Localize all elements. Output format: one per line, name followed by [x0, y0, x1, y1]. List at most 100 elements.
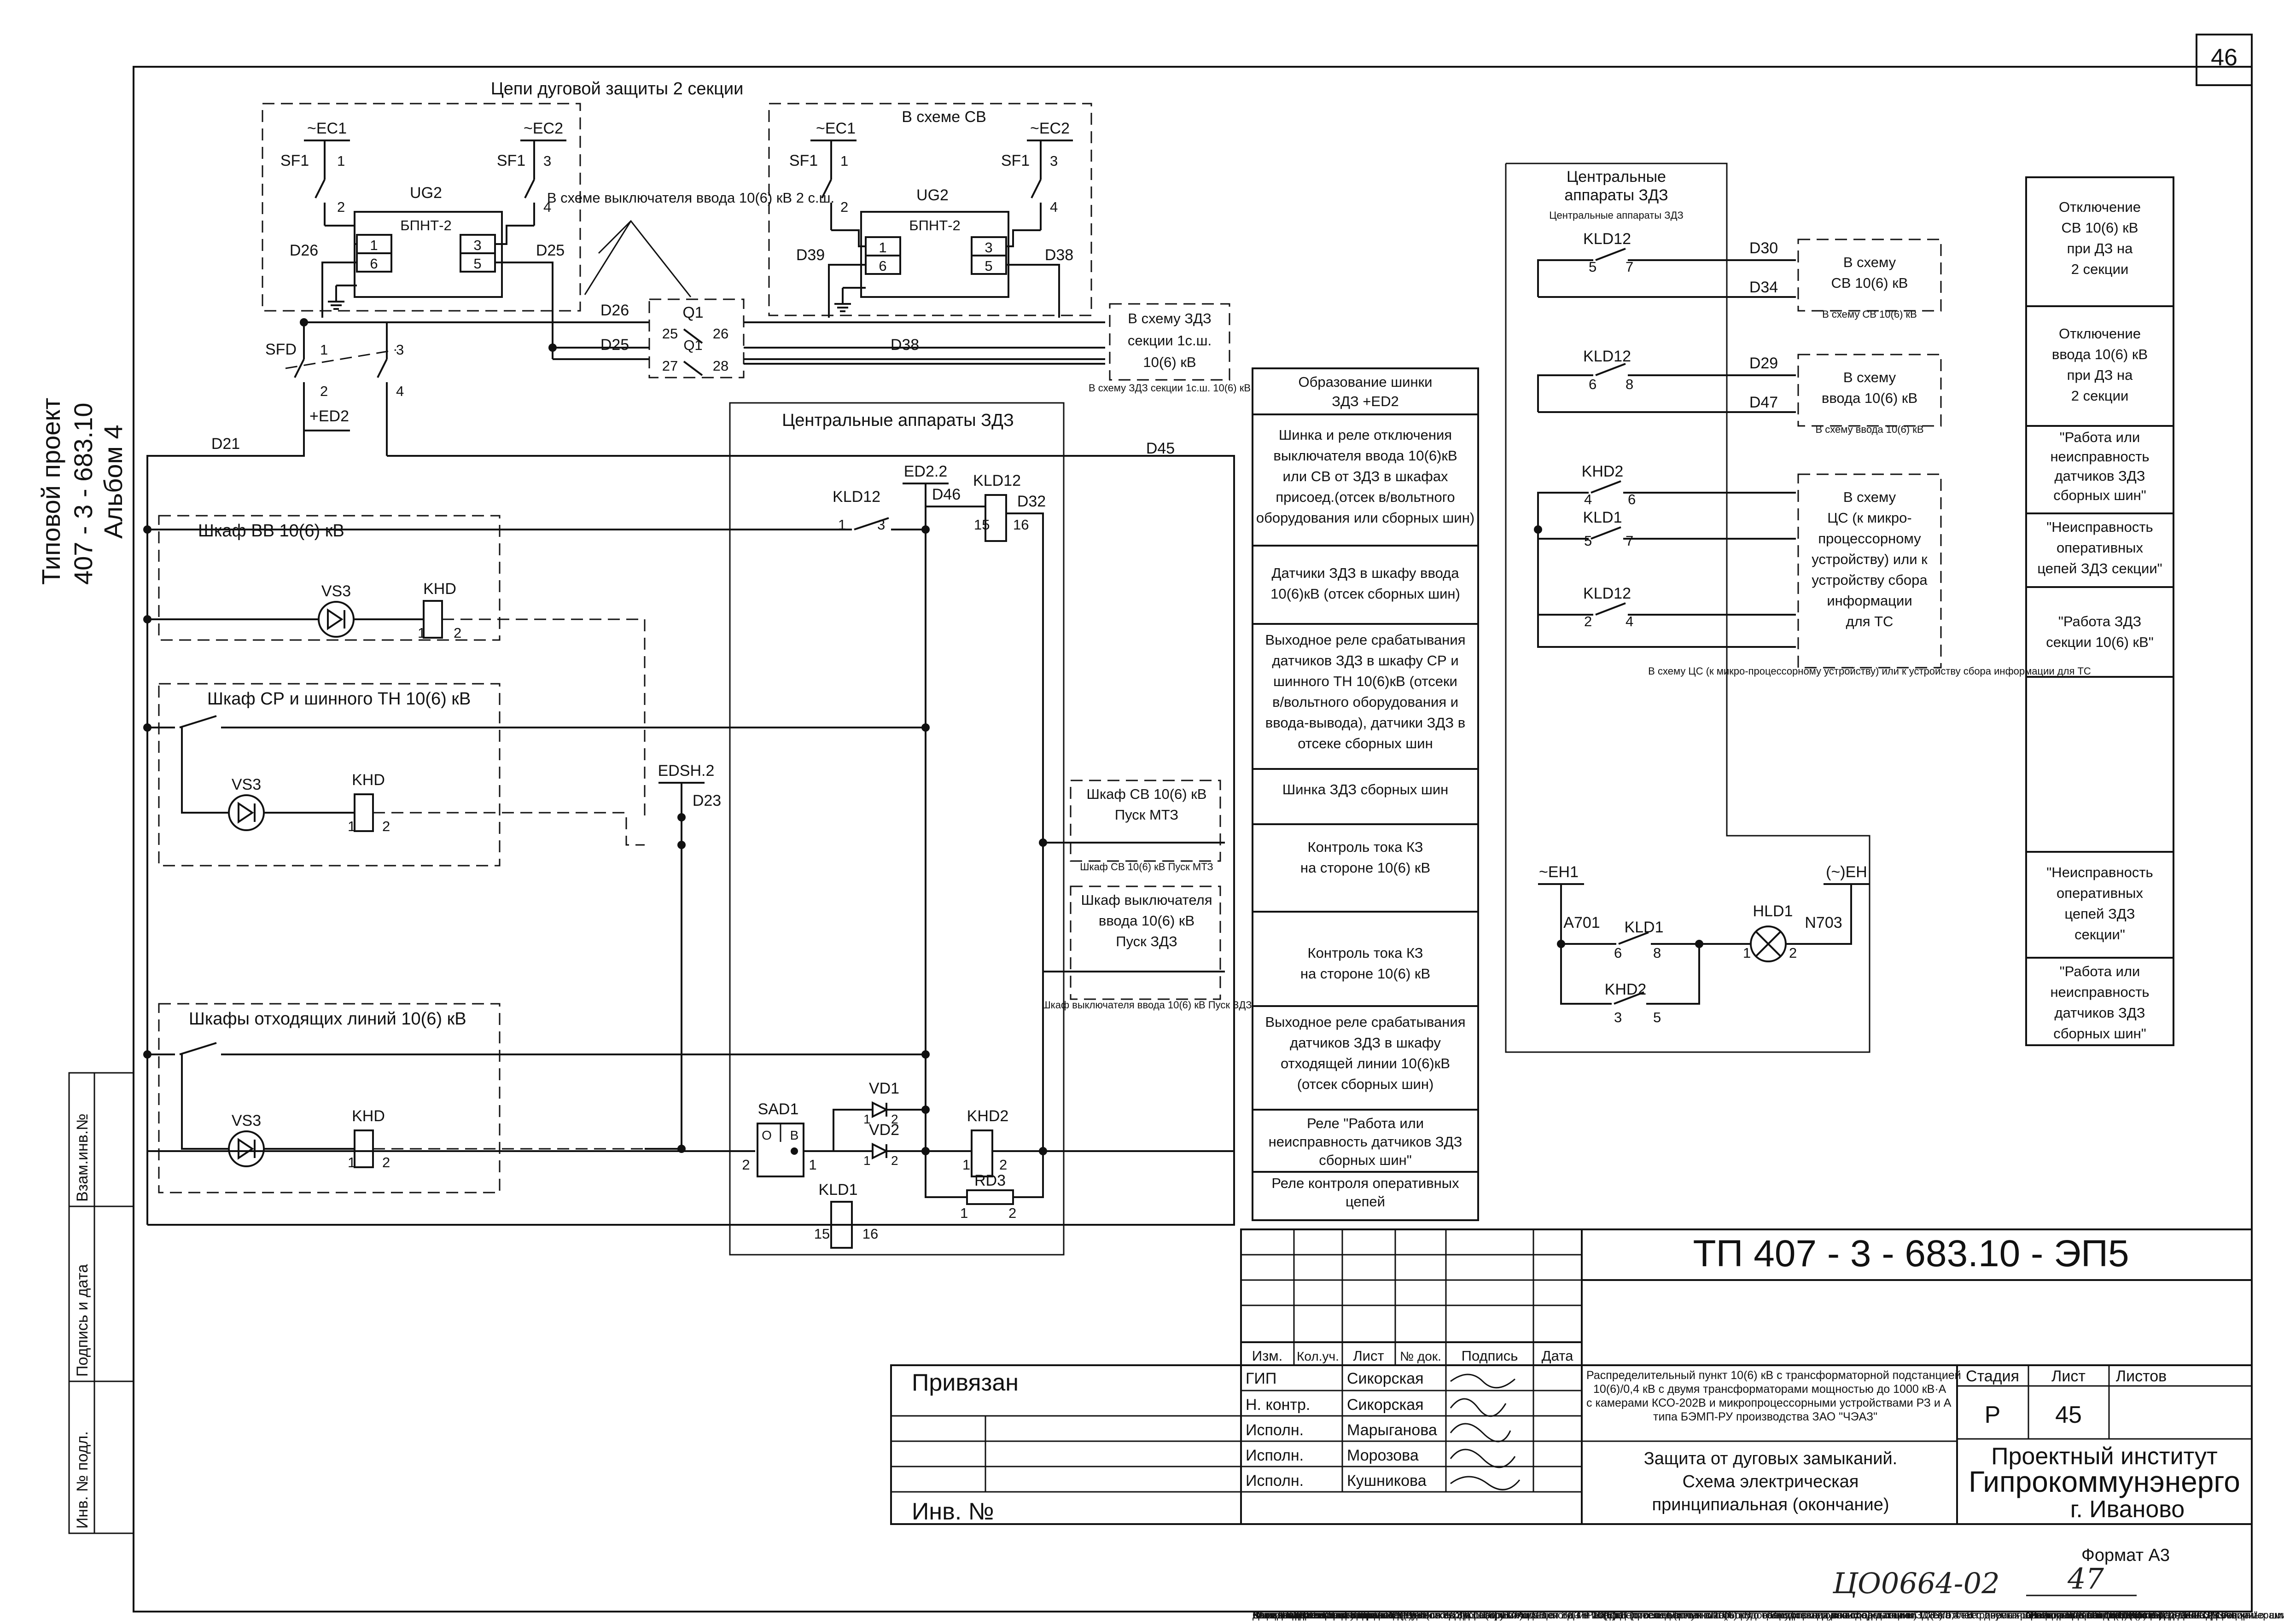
svg-text:2: 2 — [454, 625, 461, 641]
svg-text:RD3: RD3 — [974, 1172, 1006, 1189]
svg-text:Центральные аппараты ЗДЗ: Центральные аппараты ЗДЗ — [1549, 210, 1684, 221]
svg-text:5: 5 — [1589, 259, 1596, 275]
svg-text:Реле контроля оперативных цепе: Реле контроля оперативных цепей — [1253, 1609, 1416, 1621]
svg-text:4: 4 — [1050, 199, 1058, 215]
svg-text:4: 4 — [1626, 613, 1633, 629]
svg-text:8: 8 — [1653, 945, 1661, 961]
svg-text:6: 6 — [1589, 376, 1596, 392]
svg-text:2 секции: 2 секции — [2071, 388, 2129, 404]
svg-text:3: 3 — [396, 342, 404, 358]
svg-text:3: 3 — [1050, 153, 1058, 169]
kld12-contact — [854, 517, 889, 530]
rd3-resistor — [966, 1189, 1014, 1205]
to-vvod-box — [1797, 354, 1942, 427]
legend-column: Образование шинки ЗДЗ +ED2 Шинка и реле … — [1252, 367, 1479, 1221]
svg-text:25: 25 — [662, 326, 678, 342]
svg-text:В схему ввода 10(6) кВ: В схему ввода 10(6) кВ — [1815, 424, 1923, 435]
svg-text:2: 2 — [742, 1157, 750, 1173]
svg-text:Шкаф СВ 10(6) кВ Пуск МТЗ: Шкаф СВ 10(6) кВ Пуск МТЗ — [1080, 861, 1213, 873]
cabinet-vv-label: Шкаф ВВ 10(6) кВ — [198, 521, 344, 541]
signatures — [1450, 1374, 1521, 1490]
svg-text:В схему: В схему — [1843, 489, 1896, 505]
svg-text:2: 2 — [840, 199, 848, 215]
svg-text:В схему: В схему — [1843, 254, 1896, 270]
arc-protection-block: Цепи дуговой защиты 2 секции В схеме СВ … — [146, 79, 1251, 1226]
sfd-label: SFD — [265, 341, 297, 358]
sfd-contact-3 — [377, 359, 388, 378]
to-zdz-text: В схему ЗДЗ секции 1с.ш. 10(6) кВ — [1089, 382, 1251, 394]
svg-text:1: 1 — [809, 1157, 816, 1173]
kld1-coil — [830, 1201, 853, 1249]
edsh-label: EDSH.2 — [658, 762, 715, 780]
sf1-label-left: SF1 — [280, 152, 309, 169]
svg-text:D29: D29 — [1749, 355, 1778, 372]
ug2-sv-unit — [860, 211, 1009, 298]
svg-text:устройству) или к: устройству) или к — [1812, 551, 1928, 567]
svg-text:Контроль тока КЗ на стороне 10: Контроль тока КЗ на стороне 10(6) кВ — [1253, 1609, 1429, 1621]
vd1-diode — [872, 1101, 889, 1118]
svg-text:D32: D32 — [1017, 493, 1046, 510]
svg-text:"Неисправность: "Неисправность — [2046, 519, 2153, 535]
cabinet-out-label: Шкафы отходящих линий 10(6) кВ — [189, 1009, 466, 1029]
legend-frame — [1252, 367, 1479, 1221]
svg-text:Пуск МТЗ: Пуск МТЗ — [1115, 807, 1178, 823]
sfd-contact-1 — [294, 359, 305, 378]
svg-text:45: 45 — [2055, 1402, 2082, 1428]
object-description: Распределительный пункт 10(6) кВ с транс… — [1586, 1609, 2284, 1621]
svg-text:секции 1с.ш.: секции 1с.ш. — [1128, 332, 1212, 349]
svg-text:16: 16 — [862, 1226, 878, 1242]
svg-text:присоед.(отсек в/вольтного: присоед.(отсек в/вольтного — [1276, 489, 1455, 505]
svg-text:1: 1 — [348, 818, 355, 834]
svg-text:"Работа ЗДЗ: "Работа ЗДЗ — [2058, 613, 2141, 629]
svg-text:VD2: VD2 — [869, 1121, 899, 1139]
svg-text:KLD12: KLD12 — [833, 488, 880, 506]
svg-text:Контроль тока КЗ: Контроль тока КЗ — [1308, 945, 1423, 961]
svg-text:Проектный институт: Проектный институт — [1991, 1443, 2218, 1470]
svg-text:принципиальная (окончание): принципиальная (окончание) — [1652, 1495, 1889, 1514]
svg-text:D38: D38 — [1045, 246, 1073, 264]
svg-text:3: 3 — [473, 237, 481, 253]
svg-text:"Неисправность: "Неисправность — [2046, 864, 2153, 880]
svg-text:Изм.: Изм. — [1252, 1348, 1282, 1364]
central-title: Центральные аппараты ЗДЗ — [782, 411, 1014, 430]
svg-text:информации: информации — [1827, 593, 1912, 609]
svg-text:16: 16 — [1013, 517, 1029, 533]
svg-text:Отключение: Отключение — [2059, 326, 2141, 342]
svg-text:KLD12: KLD12 — [1583, 230, 1631, 248]
svg-text:"Работа ЗДЗ секции 10(6) кВ": "Работа ЗДЗ секции 10(6) кВ" — [2026, 1609, 2164, 1621]
svg-text:ED2.2: ED2.2 — [904, 463, 948, 480]
svg-text:сборных шин": сборных шин" — [1319, 1152, 1412, 1168]
svg-text:секции": секции" — [2074, 926, 2125, 943]
svg-text:5: 5 — [473, 256, 481, 272]
svg-text:D23: D23 — [693, 792, 721, 809]
d26-label: D26 — [290, 242, 318, 259]
d21-label: D21 — [211, 435, 240, 453]
svg-text:"Неисправность оперативных цеп: "Неисправность оперативных цепей ЗДЗ сек… — [2026, 1609, 2257, 1621]
handwritten-sheet: 47 — [2067, 1562, 2104, 1595]
khd-relay-out — [354, 1129, 374, 1168]
svg-text:Схема электрическая: Схема электрическая — [1683, 1472, 1859, 1491]
svg-text:Лист: Лист — [2051, 1368, 2086, 1385]
svg-text:1: 1 — [320, 342, 328, 358]
svg-text:1: 1 — [1743, 945, 1751, 961]
svg-text:N703: N703 — [1805, 914, 1842, 931]
sheet-number-box — [2196, 34, 2253, 86]
svg-text:при ДЗ на: при ДЗ на — [2067, 240, 2133, 256]
svg-text:сборных шин": сборных шин" — [2053, 487, 2146, 503]
handwritten-code: ЦО0664-02 — [1832, 1566, 2000, 1600]
svg-text:1: 1 — [838, 517, 846, 533]
svg-text:БПНТ-2: БПНТ-2 — [909, 217, 961, 233]
svg-text:Лист: Лист — [1353, 1348, 1384, 1364]
svg-text:Отключение ввода 10(6) кВ при: Отключение ввода 10(6) кВ при ДЗ на 2 се… — [2026, 1609, 2248, 1621]
svg-text:Защита от дуговых замыканий.: Защита от дуговых замыканий. — [1644, 1449, 1897, 1468]
svg-text:KHD2: KHD2 — [1605, 981, 1647, 998]
svg-text:Н. контр.: Н. контр. — [1246, 1396, 1310, 1414]
svg-text:Отключение: Отключение — [2059, 199, 2141, 215]
svg-text:(отсек сборных шин): (отсек сборных шин) — [1297, 1076, 1434, 1092]
svg-text:ввода 10(6) кВ: ввода 10(6) кВ — [1099, 913, 1194, 929]
svg-text:Шкаф СВ 10(6) кВ: Шкаф СВ 10(6) кВ — [1087, 786, 1207, 802]
vs3-sensor-vv — [318, 601, 355, 638]
svg-text:KLD1: KLD1 — [1583, 509, 1622, 526]
svg-text:ЦС (к микро-: ЦС (к микро- — [1827, 510, 1911, 526]
svg-text:3: 3 — [985, 239, 992, 256]
